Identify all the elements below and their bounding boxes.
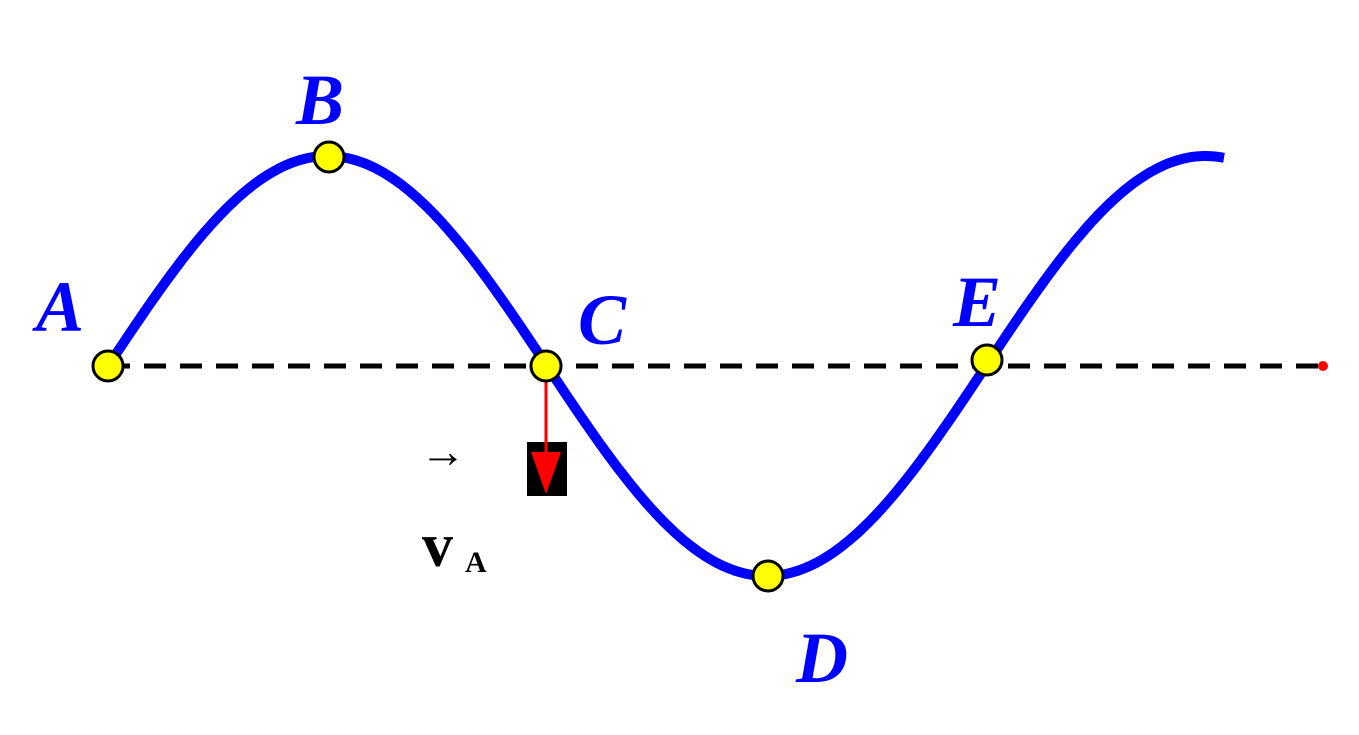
velocity-arrow-head [531, 452, 561, 494]
point-c [529, 349, 563, 383]
label-e: E [952, 262, 1001, 342]
vector-arrow-symbol: → [420, 426, 466, 477]
axis-end-marker [1318, 361, 1328, 371]
label-a: A [32, 267, 84, 347]
point-d [751, 559, 785, 593]
velocity-symbol: v [422, 512, 453, 580]
velocity-subscript: A [465, 546, 487, 579]
label-d: D [795, 618, 848, 698]
label-b: B [295, 60, 344, 140]
point-e [970, 343, 1004, 377]
sine-wave [103, 151, 1225, 581]
point-a [91, 349, 125, 383]
point-b [312, 140, 346, 174]
label-c: C [578, 280, 627, 360]
